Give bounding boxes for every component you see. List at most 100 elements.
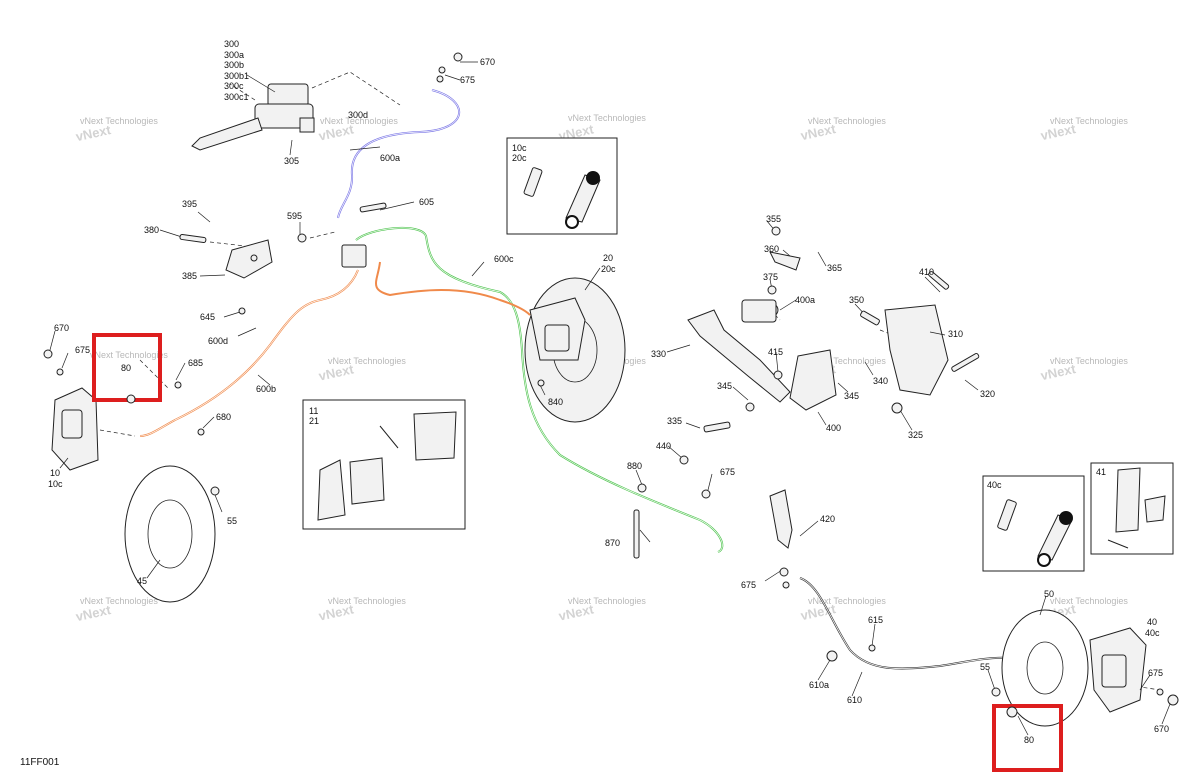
brake-pedal [687,251,837,411]
rear-brake-line-inner [799,577,1051,669]
callout: 675 [1148,668,1163,678]
callout: 645 [200,312,215,322]
front-left-disc [124,465,216,603]
callout: 345 [844,391,859,401]
svg-text:vNext Technologies: vNext Technologies [1050,116,1128,126]
callout: 400a [795,295,815,305]
callout: 840 [548,397,563,407]
svg-text:vNext: vNext [317,601,355,623]
callout: 10 [50,468,60,478]
callout: 300a [224,50,244,60]
watermark: vNext vNext Technologies [1039,116,1128,143]
svg-text:vNext Technologies: vNext Technologies [80,116,158,126]
svg-text:vNext Technologies: vNext Technologies [808,356,886,366]
callout: 600d [208,336,228,346]
callout: 675 [460,75,475,85]
callout: 335 [667,416,682,426]
callout: 675 [75,345,90,355]
callout: 380 [144,225,159,235]
svg-text:40c: 40c [987,480,1002,490]
callout: 420 [820,514,835,524]
callout: 325 [908,430,923,440]
callout: 320 [980,389,995,399]
callout: 385 [182,271,197,281]
callout: 80 [1024,735,1034,745]
callout: 600a [380,153,400,163]
inset-pads-front: 11 21 [302,399,466,530]
callout: 40 [1147,617,1157,627]
svg-text:vNext: vNext [799,601,837,623]
callout: 685 [188,358,203,368]
callout: 305 [284,156,299,166]
watermark: vNext vNext Technologies [799,596,886,623]
pedal-bracket [884,304,949,396]
speed-sensor [769,489,793,549]
svg-text:vNext: vNext [1039,361,1077,383]
watermark: vNext vNext Technologies [317,116,398,144]
svg-text:vNext Technologies: vNext Technologies [90,350,168,360]
front-main-brake-line-inner [355,227,723,553]
svg-text:vNext Technologies: vNext Technologies [1050,596,1128,606]
svg-text:vNext Technologies: vNext Technologies [1050,356,1128,366]
callout: 680 [216,412,231,422]
inset-bleeder-rear: 40c [982,475,1085,572]
rear-caliper-disc [1001,609,1147,727]
svg-text:vNext: vNext [74,602,112,624]
svg-text:vNext Technologies: vNext Technologies [328,596,406,606]
callout: 310 [948,329,963,339]
callout: 360 [764,244,779,254]
watermark: vNext vNext Technologies [1039,356,1128,383]
svg-text:vNext: vNext [317,121,355,143]
callout: 675 [741,580,756,590]
callout: 375 [763,272,778,282]
callout: 20 [603,253,613,263]
diagram-code: 11FF001 [20,757,60,768]
front-right-caliper-disc [524,277,626,423]
watermark: vNext vNext Technologies [74,116,158,144]
svg-text:vNext Technologies: vNext Technologies [808,116,886,126]
callout: 675 [720,467,735,477]
callout: 870 [605,538,620,548]
callout: 300b1 [224,71,249,81]
callout: 600b [256,384,276,394]
callout: 300c1 [224,92,249,102]
callout: 415 [768,347,783,357]
callout: 605 [419,197,434,207]
brake-lines [139,89,1051,670]
handlebar-brake-line-inner [337,89,460,219]
callout: 440 [656,441,671,451]
svg-text:vNext Technologies: vNext Technologies [328,356,406,366]
front-right-brake-line [375,261,531,316]
junction-block [341,244,367,268]
callout: 355 [766,214,781,224]
callout: 55 [227,516,237,526]
fasteners [43,52,1179,718]
svg-text:20c: 20c [512,153,527,163]
svg-text:21: 21 [309,416,319,426]
leader-lines [49,61,1171,736]
callout: 410 [919,267,934,277]
watermark: vNext vNext Technologies [317,596,406,624]
svg-text:vNext: vNext [557,601,595,623]
svg-text:vNext: vNext [74,122,112,144]
svg-text:vNext Technologies: vNext Technologies [80,596,158,606]
callout: 610 [847,695,862,705]
callout: 45 [137,576,147,586]
svg-text:10c: 10c [512,143,527,153]
callout: 600c [494,254,514,264]
callout: 330 [651,349,666,359]
callout: 340 [873,376,888,386]
front-left-caliper [51,387,99,471]
watermark: vNext Technologies [90,350,168,360]
brake-bracket [225,239,273,279]
watermark: vNext vNext Technologies [317,356,406,384]
front-left-brake-line-inner [139,269,359,437]
callout: 610a [809,680,829,690]
inset-bleeder-front: 10c 20c [506,137,618,235]
callout-labels: 300 300a 300b 300b1 300c 300c1 300d 305 … [48,39,1169,745]
callout: 670 [1154,724,1169,734]
callout: 300 [224,39,239,49]
callout: 615 [868,615,883,625]
